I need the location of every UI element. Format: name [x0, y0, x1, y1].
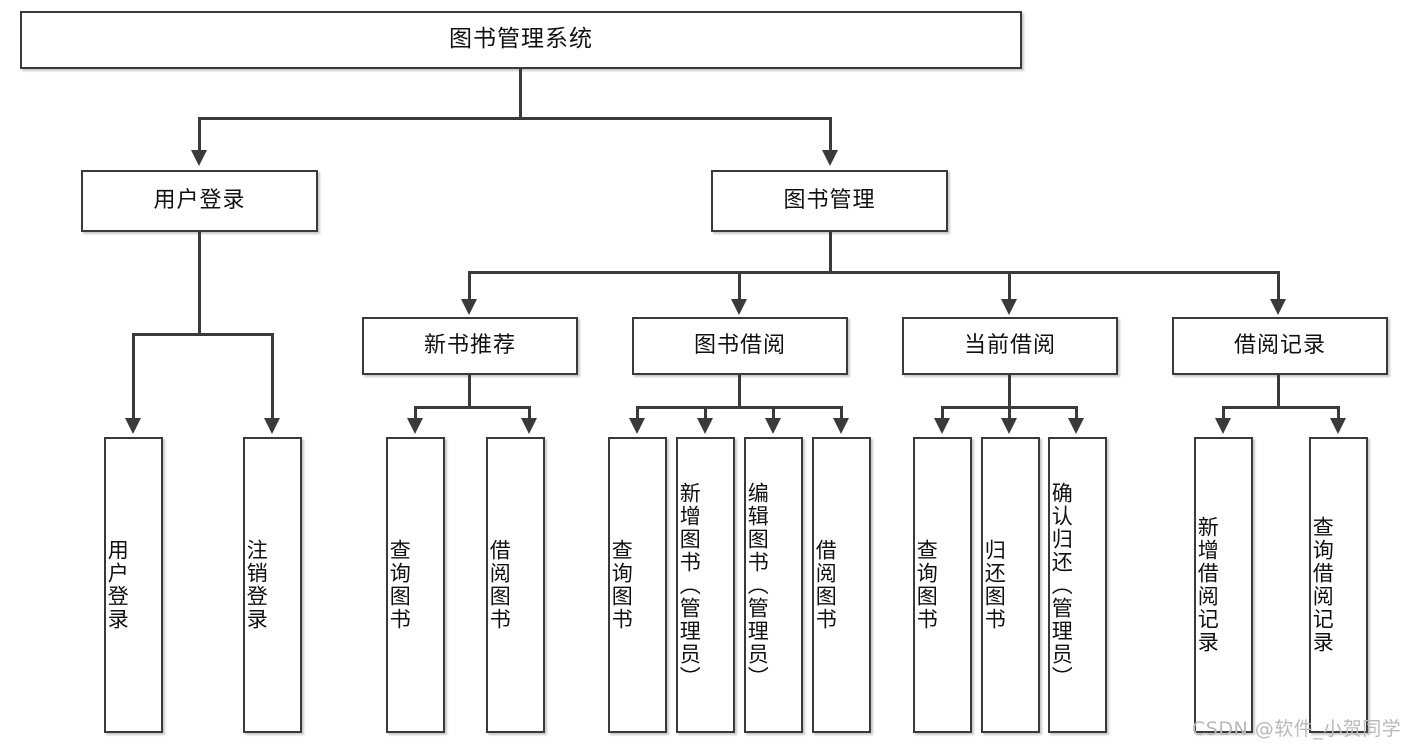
- arrow-bb-to-leaf-4: [833, 418, 849, 434]
- connector-bb-bus: [636, 406, 841, 409]
- connector-user-login-to-leaf-user-login: [132, 333, 135, 421]
- node-leaf-add-record-label: 新增借阅记录: [1195, 516, 1220, 654]
- connector-bb-to-leaf-3: [772, 406, 775, 421]
- connector-root-stem: [519, 69, 522, 119]
- node-borrow-record[interactable]: 借阅记录: [1172, 317, 1388, 375]
- node-leaf-edit-book[interactable]: 编辑图书（管理员）: [744, 437, 803, 733]
- connector-bb-to-leaf-2: [704, 406, 707, 421]
- connector-cb-stem: [1008, 375, 1011, 409]
- node-leaf-user-login-label: 用户登录: [105, 539, 130, 631]
- node-leaf-borrow-book-2-label: 借阅图书: [813, 539, 838, 631]
- node-leaf-borrow-book-1[interactable]: 借阅图书: [486, 437, 545, 733]
- node-user-login[interactable]: 用户登录: [81, 170, 318, 232]
- connector-bm-to-book-borrow: [738, 271, 741, 302]
- node-leaf-query-record[interactable]: 查询借阅记录: [1309, 437, 1368, 733]
- node-leaf-query-book-3-label: 查询图书: [914, 539, 939, 631]
- arrow-cb-to-leaf-1: [934, 418, 950, 434]
- node-root-label: 图书管理系统: [449, 26, 593, 53]
- connector-nbr-bus: [414, 406, 531, 409]
- arrow-to-leaf-logout: [264, 418, 280, 434]
- node-leaf-add-record[interactable]: 新增借阅记录: [1194, 437, 1253, 733]
- arrow-bb-to-leaf-2: [697, 418, 713, 434]
- arrow-to-current-borrow: [1001, 299, 1017, 315]
- connector-user-login-stem: [198, 232, 201, 336]
- arrow-to-book-borrow: [731, 299, 747, 315]
- arrow-to-borrow-record: [1270, 299, 1286, 315]
- connector-br-stem: [1277, 375, 1280, 409]
- node-leaf-logout[interactable]: 注销登录: [243, 437, 302, 733]
- connector-root-to-user-login: [198, 117, 201, 153]
- node-current-borrow-label: 当前借阅: [963, 332, 1056, 358]
- arrow-to-new-book-rec: [461, 299, 477, 315]
- node-leaf-user-login[interactable]: 用户登录: [104, 437, 163, 733]
- node-leaf-query-book-2-label: 查询图书: [609, 539, 634, 631]
- connector-root-to-book-manage: [829, 117, 832, 153]
- arrow-br-to-leaf-1: [1215, 418, 1231, 434]
- node-leaf-query-book-3[interactable]: 查询图书: [913, 437, 972, 733]
- connector-bb-to-leaf-4: [840, 406, 843, 421]
- node-leaf-return-book[interactable]: 归还图书: [981, 437, 1040, 733]
- node-leaf-query-record-label: 查询借阅记录: [1310, 516, 1335, 654]
- node-leaf-query-book-1[interactable]: 查询图书: [386, 437, 445, 733]
- node-root[interactable]: 图书管理系统: [20, 11, 1022, 69]
- connector-br-to-leaf-2: [1337, 406, 1340, 421]
- node-leaf-add-book[interactable]: 新增图书（管理员）: [676, 437, 735, 733]
- connector-user-login-bus: [132, 333, 274, 336]
- node-user-login-label: 用户登录: [153, 187, 246, 213]
- connector-book-manage-stem: [829, 232, 832, 273]
- connector-bm-to-new-book-rec: [468, 271, 471, 302]
- connector-cb-to-leaf-2: [1008, 406, 1011, 421]
- node-book-borrow[interactable]: 图书借阅: [632, 317, 848, 375]
- arrow-root-to-user-login: [191, 150, 207, 166]
- connector-bm-to-current-borrow: [1008, 271, 1011, 302]
- connector-cb-to-leaf-1: [941, 406, 944, 421]
- node-leaf-query-book-2[interactable]: 查询图书: [608, 437, 667, 733]
- connector-br-to-leaf-1: [1222, 406, 1225, 421]
- connector-nbr-to-leaf-1: [414, 406, 417, 421]
- node-book-borrow-label: 图书借阅: [693, 332, 786, 358]
- connector-nbr-stem: [468, 375, 471, 409]
- connector-nbr-to-leaf-2: [528, 406, 531, 421]
- node-leaf-edit-book-label: 编辑图书（管理员）: [745, 481, 770, 689]
- connector-user-login-to-leaf-logout: [271, 333, 274, 421]
- node-leaf-confirm-return[interactable]: 确认归还（管理员）: [1048, 437, 1107, 733]
- arrow-br-to-leaf-2: [1330, 418, 1346, 434]
- node-new-book-rec[interactable]: 新书推荐: [362, 317, 578, 375]
- arrow-cb-to-leaf-2: [1001, 418, 1017, 434]
- node-new-book-rec-label: 新书推荐: [423, 332, 516, 358]
- node-leaf-borrow-book-1-label: 借阅图书: [487, 539, 512, 631]
- node-leaf-confirm-return-label: 确认归还（管理员）: [1049, 481, 1074, 689]
- connector-bb-to-leaf-1: [636, 406, 639, 421]
- connector-bm-to-borrow-record: [1277, 271, 1280, 302]
- arrow-nbr-to-leaf-1: [407, 418, 423, 434]
- arrow-root-to-book-manage: [822, 150, 838, 166]
- node-leaf-return-book-label: 归还图书: [982, 539, 1007, 631]
- arrow-nbr-to-leaf-2: [521, 418, 537, 434]
- arrow-to-leaf-user-login: [125, 418, 141, 434]
- node-borrow-record-label: 借阅记录: [1233, 332, 1326, 358]
- connector-br-bus: [1222, 406, 1340, 409]
- connector-root-bus: [198, 117, 832, 120]
- node-leaf-add-book-label: 新增图书（管理员）: [677, 481, 702, 689]
- arrow-bb-to-leaf-3: [765, 418, 781, 434]
- connector-book-manage-bus: [468, 271, 1280, 274]
- arrow-cb-to-leaf-3: [1068, 418, 1084, 434]
- node-book-manage[interactable]: 图书管理: [711, 170, 948, 232]
- connector-cb-to-leaf-3: [1075, 406, 1078, 421]
- node-leaf-borrow-book-2[interactable]: 借阅图书: [812, 437, 871, 733]
- node-book-manage-label: 图书管理: [783, 187, 876, 213]
- node-leaf-logout-label: 注销登录: [244, 539, 269, 631]
- connector-bb-stem: [738, 375, 741, 409]
- node-leaf-query-book-1-label: 查询图书: [387, 539, 412, 631]
- arrow-bb-to-leaf-1: [629, 418, 645, 434]
- node-current-borrow[interactable]: 当前借阅: [902, 317, 1118, 375]
